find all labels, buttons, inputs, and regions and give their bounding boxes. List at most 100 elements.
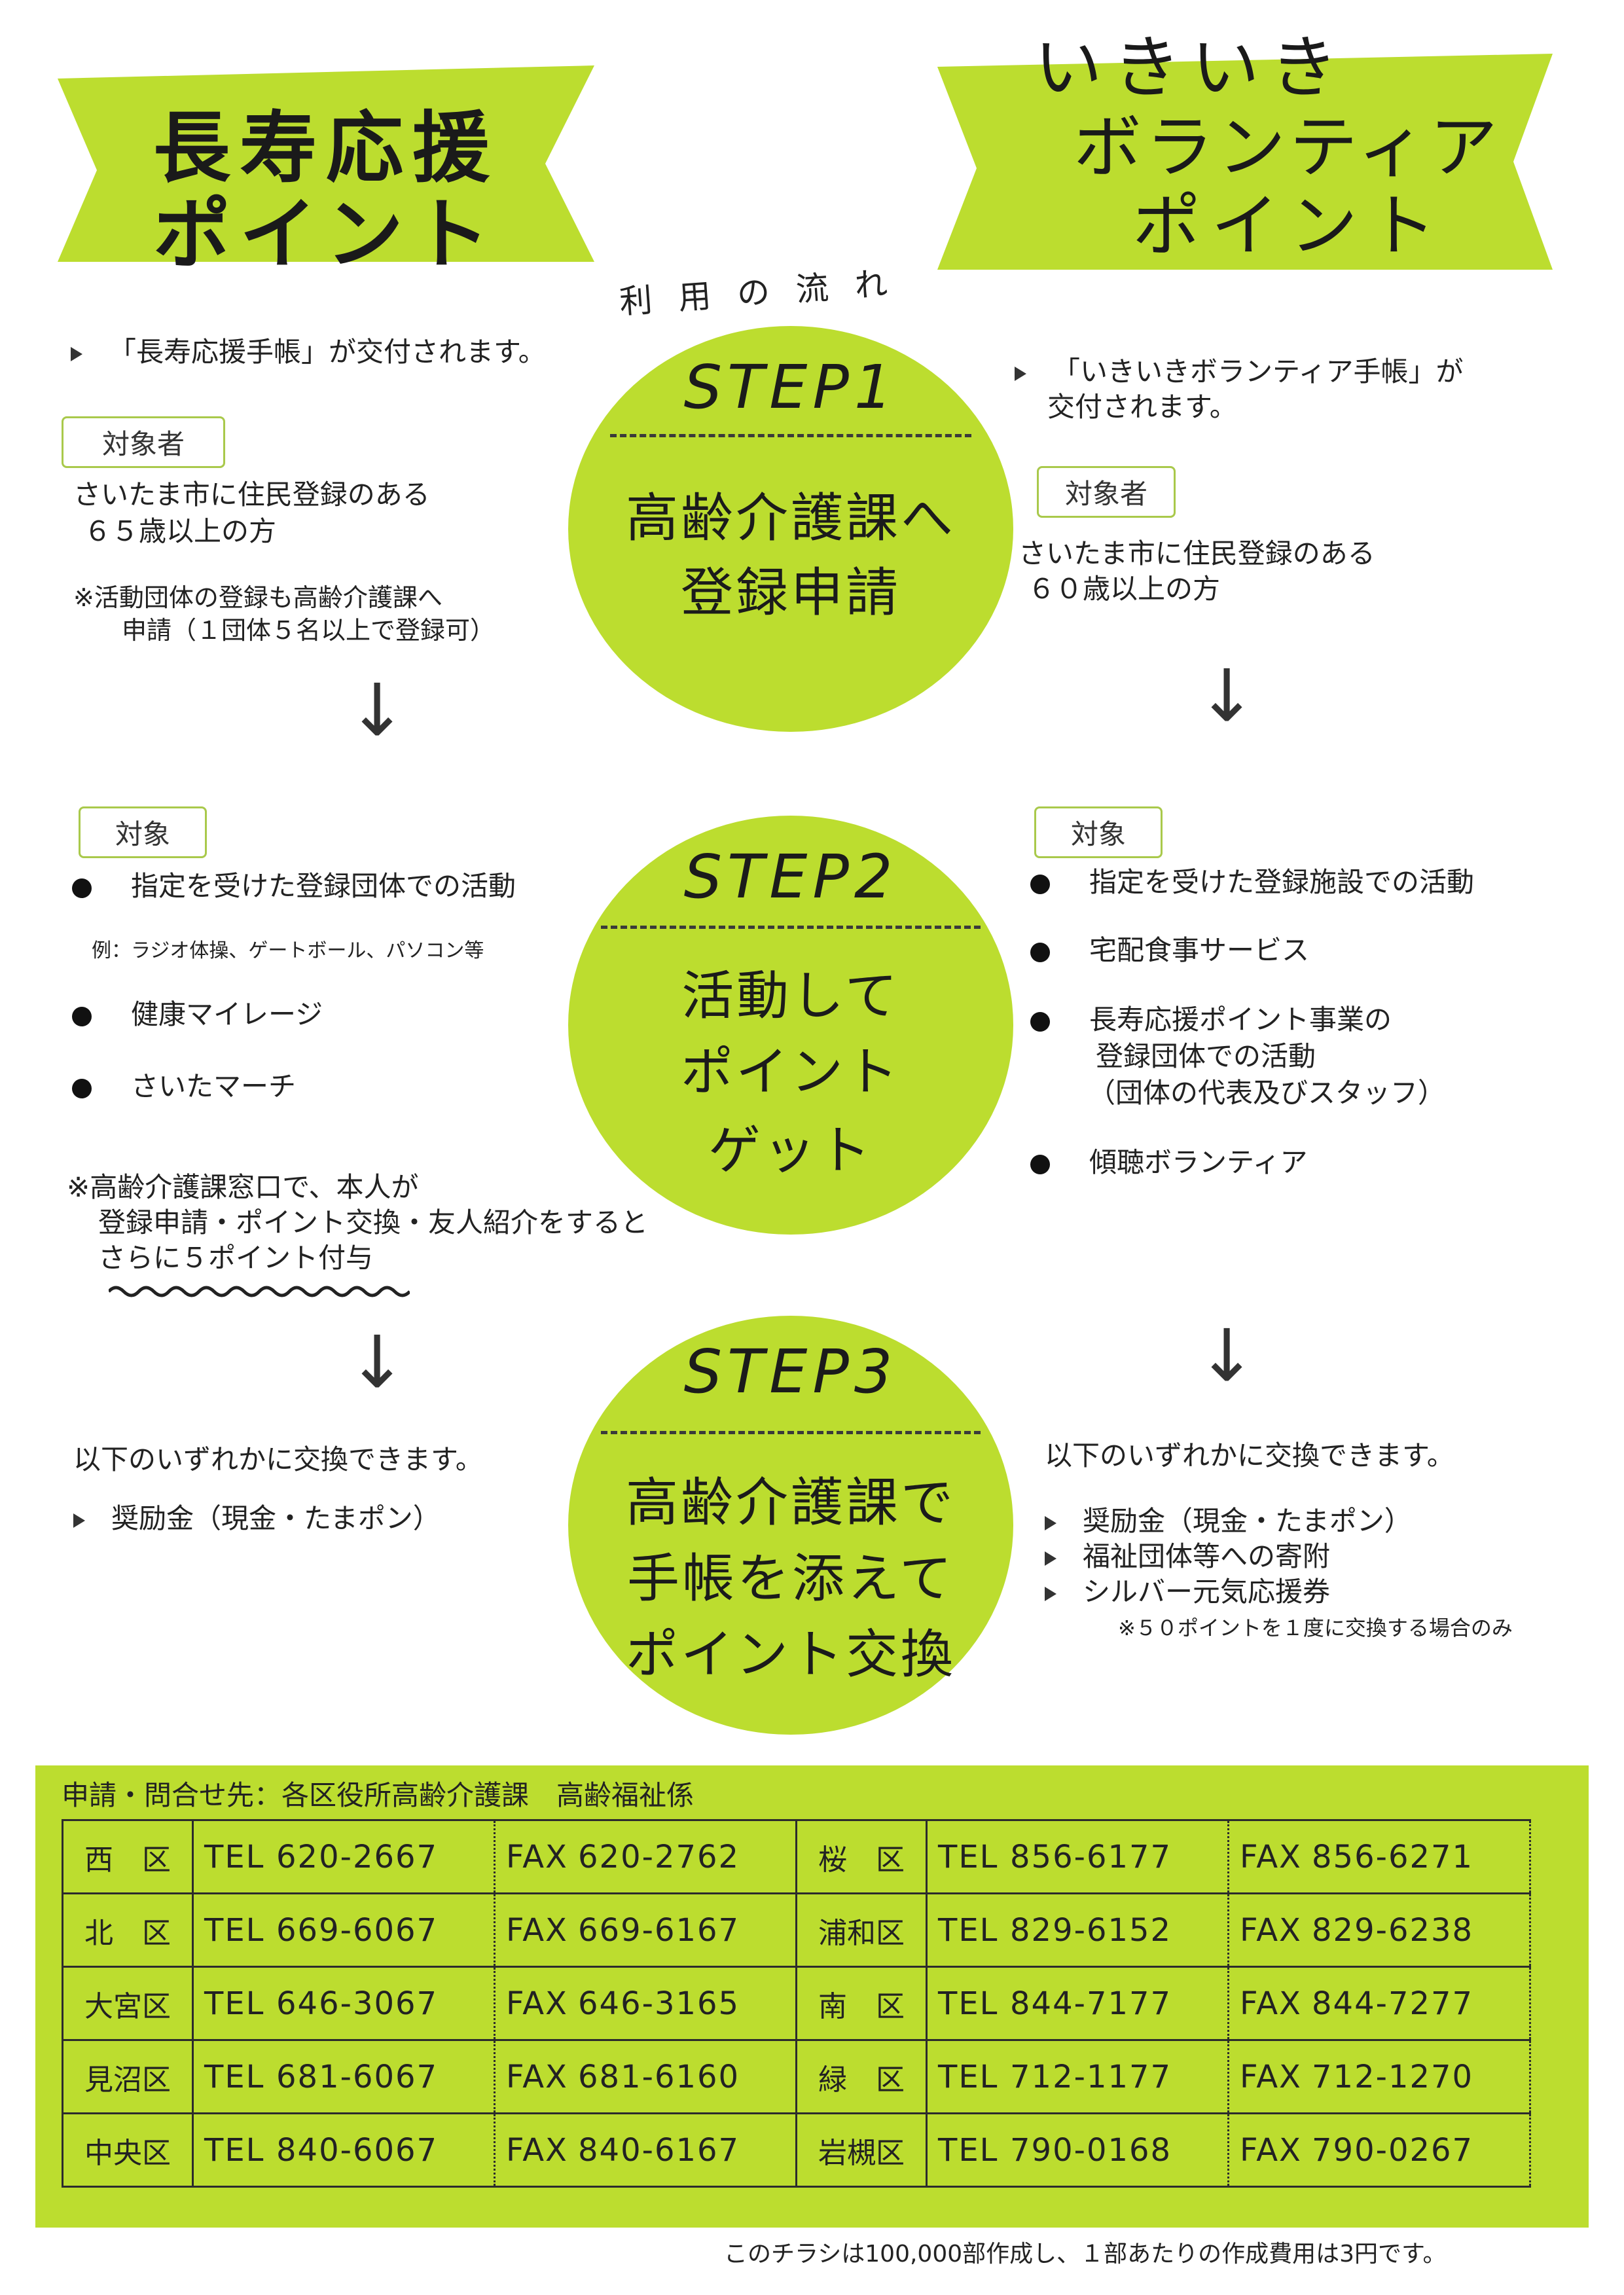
right-banner-shape xyxy=(937,54,1553,270)
bullet-dot-icon xyxy=(72,1006,92,1026)
right-activity3-line3: （団体の代表及びスタッフ） xyxy=(1088,1077,1446,1109)
left-target-line1: さいたま市に住民登録のある xyxy=(73,479,430,511)
contact-label: FAX xyxy=(506,1985,568,2022)
contact-number: 669-6067 xyxy=(276,1911,439,1949)
step1-circle: STEP1 高齢介護課へ 登録申請 xyxy=(568,326,1013,732)
left-banner-shape xyxy=(58,65,594,262)
contact-label: FAX xyxy=(1240,1985,1302,2022)
left-activity2-text: 健康マイレージ xyxy=(131,998,323,1030)
left-bonus-line2: 登録申請・ポイント交換・友人紹介をすると xyxy=(98,1206,649,1238)
right-target-line2: ６０歳以上の方 xyxy=(1028,573,1221,605)
contact-label: TEL xyxy=(938,1985,999,2022)
left-banner: 長寿応援 ポイント xyxy=(58,65,594,280)
contact-cell-ward-b: 緑 区 xyxy=(795,2039,928,2114)
right-activity1: 指定を受けた登録施設での活動 xyxy=(1030,864,1474,901)
contact-label: TEL xyxy=(204,2131,265,2169)
contact-cell-fax-a: FAX 681-6160 xyxy=(494,2039,797,2114)
contact-cell-ward-b: 桜 区 xyxy=(795,1819,928,1894)
contact-number: 620-2667 xyxy=(276,1838,439,1875)
contact-label: TEL xyxy=(204,1911,265,1949)
contact-number: 840-6167 xyxy=(578,2131,740,2169)
contact-cell-ward-a: 大宮区 xyxy=(62,1966,194,2041)
right-banner-line2: ボランティア xyxy=(1074,107,1502,187)
contact-label: FAX xyxy=(506,2058,568,2095)
contact-cell-ward-b: 南 区 xyxy=(795,1966,928,2041)
bullet-dot-icon xyxy=(1030,1154,1050,1174)
contact-number: 856-6177 xyxy=(1010,1838,1172,1875)
contact-cell-ward-b: 浦和区 xyxy=(795,1892,928,1968)
contact-label: TEL xyxy=(938,2131,999,2169)
contact-cell-tel-a: TEL 840-6067 xyxy=(192,2112,496,2188)
left-banner-line1: 長寿応援 xyxy=(153,103,499,193)
left-exchange-intro: 以下のいずれかに交換できます。 xyxy=(73,1443,483,1475)
contact-label: FAX xyxy=(506,2131,568,2169)
right-banner xyxy=(937,54,1553,270)
right-exchange3-text: シルバー元気応援券 xyxy=(1083,1576,1331,1608)
contact-cell-fax-b: FAX 856-6271 xyxy=(1227,1819,1531,1894)
left-exchange1-text: 奨励金（現金・たまポン） xyxy=(111,1502,441,1534)
contact-number: 856-6271 xyxy=(1312,1838,1474,1875)
right-exchange2: 福祉団体等への寄附 xyxy=(1045,1538,1330,1575)
step3-title: STEP3 xyxy=(683,1337,898,1407)
contact-label: FAX xyxy=(1240,1838,1302,1875)
right-exchange1: 奨励金（現金・たまポン） xyxy=(1045,1503,1412,1540)
right-step1-item-text: 「いきいきボランティア手帳」が xyxy=(1053,355,1464,388)
contact-number: 681-6160 xyxy=(578,2058,740,2095)
right-activity2: 宅配食事サービス xyxy=(1030,932,1309,969)
step1-body2: 登録申請 xyxy=(681,562,901,623)
contact-cell-ward-a: 西 区 xyxy=(62,1819,194,1894)
right-activity4: 傾聴ボランティア xyxy=(1030,1144,1307,1181)
step3-body3: ポイント交換 xyxy=(626,1624,956,1685)
right-exchange1-text: 奨励金（現金・たまポン） xyxy=(1083,1505,1412,1537)
triangle-bullet-icon xyxy=(1045,1551,1056,1566)
right-exchange2-text: 福祉団体等への寄附 xyxy=(1083,1540,1331,1572)
contact-number: 829-6152 xyxy=(1010,1911,1172,1949)
contact-cell-fax-b: FAX 790-0267 xyxy=(1227,2112,1531,2188)
right-arrow-down-icon-1: ↓ xyxy=(1197,654,1257,738)
left-target-tag: 対象者 xyxy=(62,416,225,468)
triangle-bullet-icon xyxy=(1045,1515,1056,1530)
step2-title: STEP2 xyxy=(683,842,898,912)
step2-divider xyxy=(601,926,981,929)
contact-cell-ward-b: 岩槻区 xyxy=(795,2112,928,2188)
right-activity4-text: 傾聴ボランティア xyxy=(1089,1146,1308,1178)
contact-number: 840-6067 xyxy=(276,2131,439,2169)
contact-label: TEL xyxy=(938,2058,999,2095)
left-target-line2: ６５歳以上の方 xyxy=(84,515,277,547)
contact-number: 790-0267 xyxy=(1312,2131,1474,2169)
step1-divider xyxy=(610,434,971,437)
triangle-bullet-icon xyxy=(73,1513,85,1528)
left-banner-line2: ポイント xyxy=(153,189,499,280)
contact-label: FAX xyxy=(506,1838,568,1875)
right-activity3-line1: 長寿応援ポイント事業の xyxy=(1030,1002,1392,1038)
bullet-dot-icon xyxy=(1030,942,1050,962)
contact-label: TEL xyxy=(204,1838,265,1875)
contact-number: 620-2762 xyxy=(578,1838,740,1875)
contact-cell-fax-a: FAX 620-2762 xyxy=(494,1819,797,1894)
left-step1-item: 「長寿応援手帳」が交付されます。 xyxy=(71,334,546,370)
right-step1-item-line1: 「いきいきボランティア手帳」が xyxy=(1015,353,1463,390)
right-banner-line1: いきいき xyxy=(1034,27,1349,107)
contact-cell-tel-a: TEL 669-6067 xyxy=(192,1892,496,1968)
contact-label: FAX xyxy=(1240,2131,1302,2169)
contact-cell-ward-a: 北 区 xyxy=(62,1892,194,1968)
bullet-dot-icon xyxy=(1030,874,1050,894)
right-arrow-down-icon-2: ↓ xyxy=(1197,1314,1257,1398)
contact-title: 申請・問合せ先：各区役所高齢介護課 高齢福祉係 xyxy=(62,1779,695,1811)
right-activity3-text: 長寿応援ポイント事業の xyxy=(1089,1003,1392,1036)
left-arrow-down-icon-2: ↓ xyxy=(347,1320,408,1404)
left-activity1: 指定を受けた登録団体での活動 xyxy=(72,868,516,905)
left-step2-tag: 対象 xyxy=(79,806,207,858)
contact-cell-fax-a: FAX 840-6167 xyxy=(494,2112,797,2188)
right-activity1-text: 指定を受けた登録施設での活動 xyxy=(1089,866,1475,898)
